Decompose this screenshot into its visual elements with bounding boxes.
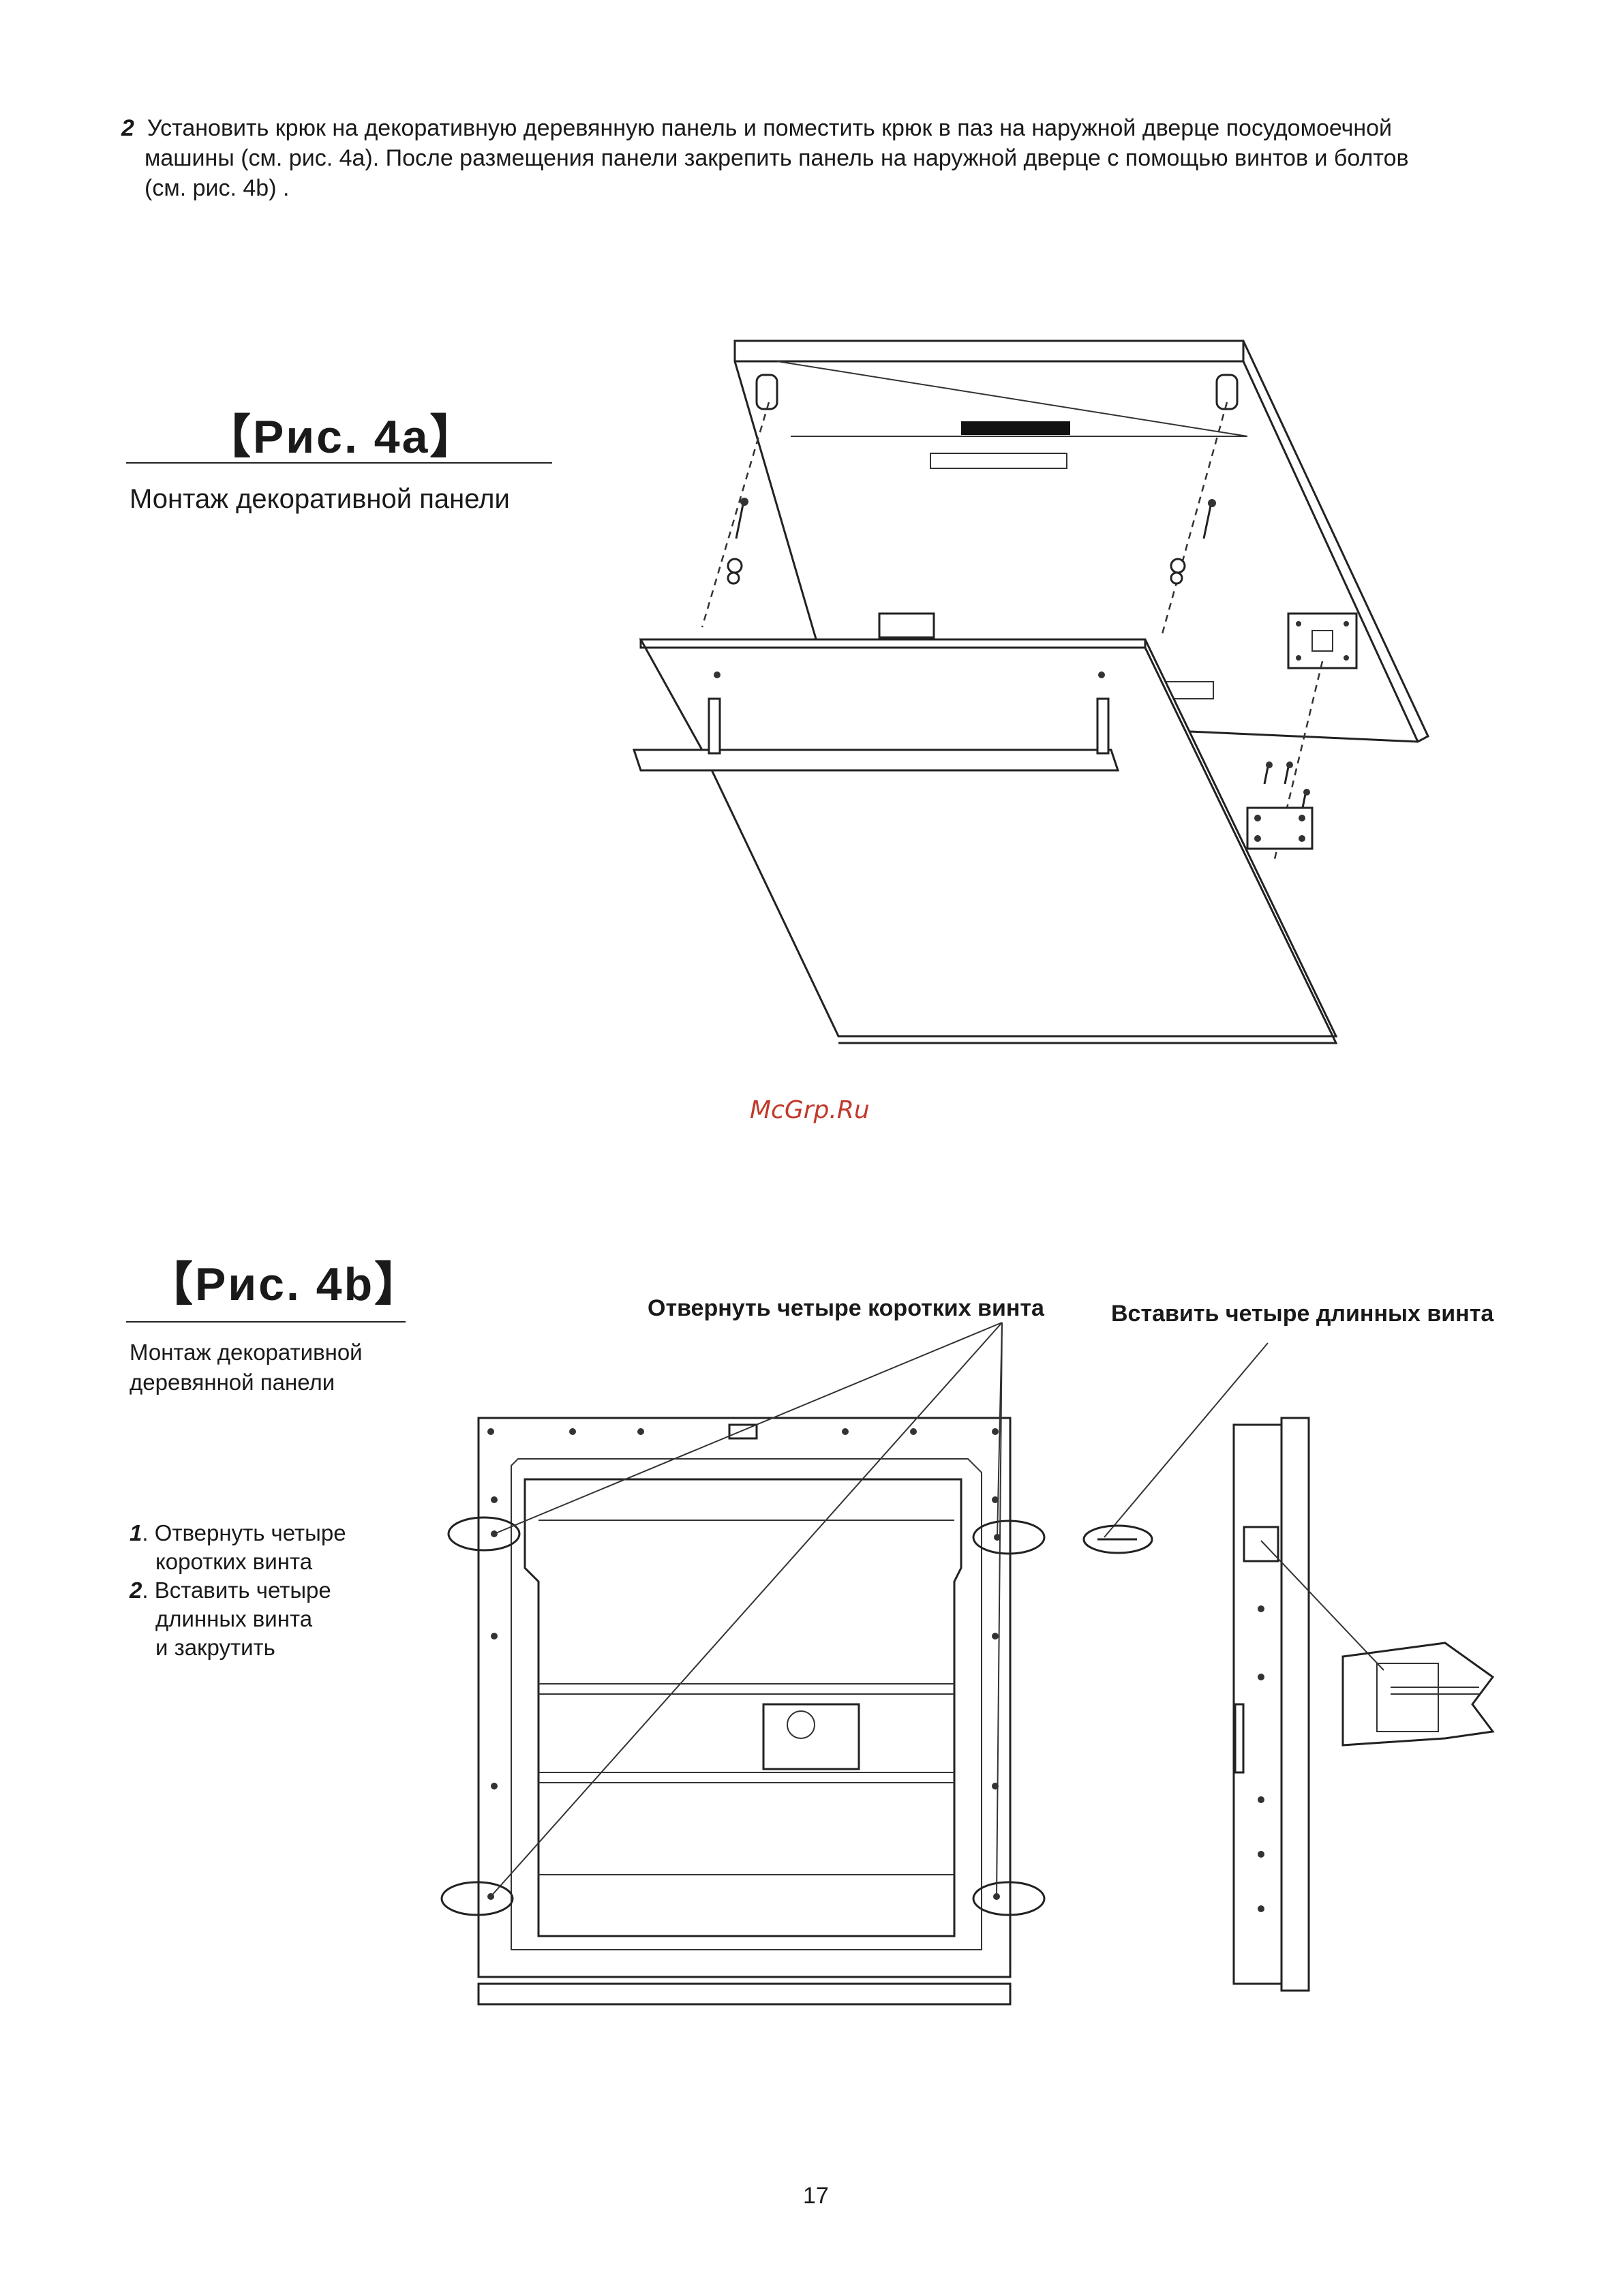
detergent-dispenser xyxy=(762,1703,860,1770)
figure-4b-rule xyxy=(126,1321,406,1323)
callout-insert-long-screws: Вставить четыре длинных винта xyxy=(1111,1301,1494,1327)
intro-line-2: машины (см. рис. 4а). После размещения п… xyxy=(145,145,1409,171)
step-1-line-2: коротких винта xyxy=(155,1549,313,1574)
intro-line-1-text: Установить крюк на декоративную деревянн… xyxy=(147,115,1393,141)
hook-slot-right xyxy=(1215,374,1239,410)
intro-line-3: (см. рис. 4b) . xyxy=(145,175,290,201)
step-1-line-1: Отвернуть четыре xyxy=(154,1520,346,1545)
figure-4b-subtitle-line-1: Монтаж декоративной xyxy=(130,1340,363,1365)
figure-4a-title: 【Рис. 4а】 xyxy=(204,411,479,463)
callout-remove-short-screws: Отвернуть четыре коротких винта xyxy=(648,1295,1044,1321)
insert-leader-line xyxy=(1104,1342,1269,1538)
top-latch xyxy=(728,1423,758,1440)
step-2: 2. Вставить четыре длинных винта и закру… xyxy=(130,1576,346,1662)
figure-4b-title: 【Рис. 4b】 xyxy=(147,1258,423,1310)
page-number: 17 xyxy=(803,2183,829,2209)
assembly-steps: 1. Отвернуть четыре коротких винта 2. Вс… xyxy=(130,1519,346,1662)
handle-slot xyxy=(961,421,1070,435)
intro-paragraph: 2 Установить крюк на декоративную деревя… xyxy=(121,113,1553,203)
door-side-view-drawing xyxy=(1082,1342,1495,1992)
zoom-detail xyxy=(1341,1642,1495,1747)
step-1: 1. Отвернуть четыре коротких винта xyxy=(130,1519,346,1576)
hook-slot-left xyxy=(755,374,778,410)
screw-icons xyxy=(727,498,1314,850)
mount-bracket-plate xyxy=(1287,612,1358,669)
long-screw-icon xyxy=(1082,1524,1153,1554)
figure-4b-subtitle: Монтаж декоративной деревянной панели xyxy=(130,1338,363,1398)
step-2-line-2: длинных винта xyxy=(155,1606,313,1631)
screw-highlight-ellipses xyxy=(440,1516,1046,1916)
figure-4a-drawing xyxy=(632,339,1429,1044)
step-2-line-1: Вставить четыре xyxy=(154,1577,331,1603)
intro-line-1: 2 Установить крюк на декоративную деревя… xyxy=(121,113,1553,143)
figure-4a-subtitle: Монтаж декоративной панели xyxy=(130,484,510,514)
callout-leader-lines xyxy=(490,1322,1003,1897)
step-2-number: 2 xyxy=(130,1577,142,1603)
figure-4a-rule xyxy=(126,462,552,464)
panel-hook-left xyxy=(708,697,721,755)
decorative-panel xyxy=(632,638,1338,1044)
intro-step-number: 2 xyxy=(121,115,134,141)
assembly-guide-lines xyxy=(701,402,1324,860)
watermark: McGrp.Ru xyxy=(750,1096,870,1124)
panel-hook-right xyxy=(1096,697,1110,755)
door-inner-view-drawing xyxy=(440,1322,1046,2006)
panel-hook-bar xyxy=(632,749,1120,772)
step-2-line-3: и закрутить xyxy=(155,1635,275,1660)
figure-4b-subtitle-line-2: деревянной панели xyxy=(130,1370,335,1395)
door-screw-holes xyxy=(487,1428,999,1789)
step-1-number: 1 xyxy=(130,1520,142,1545)
